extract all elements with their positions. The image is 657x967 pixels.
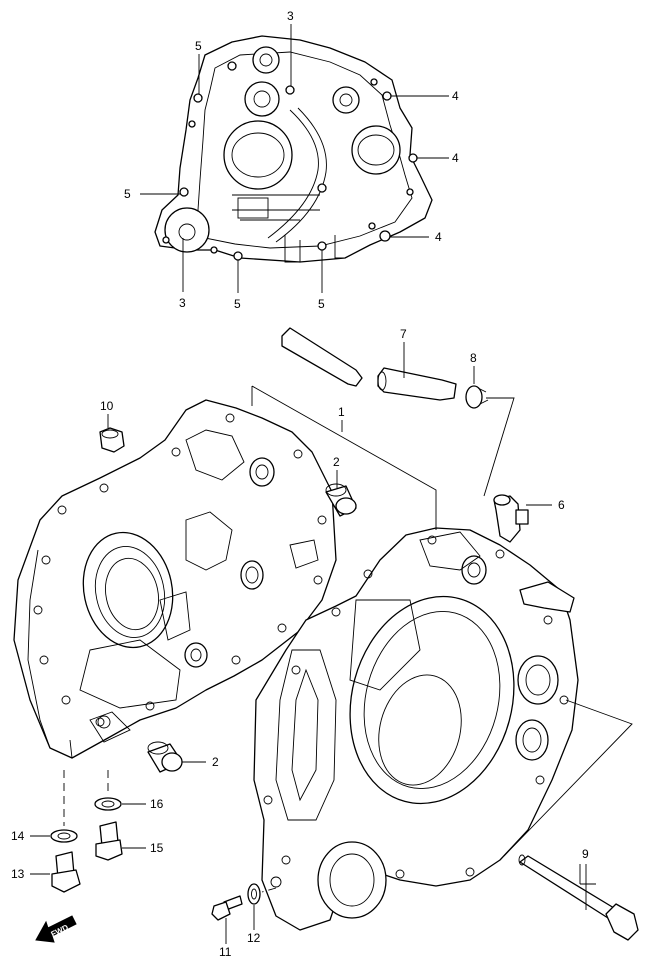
callout-5-top: 5 [195, 39, 202, 53]
callout-3-top: 3 [287, 9, 294, 23]
callout-15: 15 [150, 841, 164, 855]
callout-16: 16 [150, 797, 164, 811]
callout-5-bottom-a: 5 [234, 297, 241, 311]
callout-6: 6 [558, 498, 565, 512]
callout-12: 12 [247, 931, 261, 945]
plug-part-15 [95, 821, 123, 861]
callout-5-bottom-b: 5 [318, 297, 325, 311]
callout-9: 9 [582, 847, 589, 861]
callout-4-b: 4 [452, 151, 459, 165]
callout-8: 8 [470, 351, 477, 365]
callout-14: 14 [11, 829, 25, 843]
callout-10: 10 [100, 399, 114, 413]
clamp-part-8 [465, 385, 489, 409]
callout-7: 7 [400, 327, 407, 341]
callout-13: 13 [11, 867, 25, 881]
hose-part-7 [281, 327, 457, 401]
callout-5-left: 5 [124, 187, 131, 201]
washer-part-16 [94, 797, 122, 811]
callout-numbers: 3 5 4 4 4 5 3 5 5 7 8 1 10 2 6 2 16 14 1… [11, 9, 589, 959]
left-half-bolt-holes [33, 413, 327, 729]
callout-4-a: 4 [452, 89, 459, 103]
plug-part-13 [51, 851, 81, 893]
callout-11: 11 [219, 945, 232, 959]
fwd-label: FWD [49, 923, 70, 939]
top-view-leaders [140, 24, 449, 293]
nut-part-10 [99, 427, 125, 453]
right-half-bolt-holes [263, 535, 569, 888]
callout-1: 1 [338, 405, 345, 419]
bolt-part-11 [211, 895, 243, 921]
washer-part-12 [247, 883, 261, 905]
exploded-view-leaders [30, 342, 633, 944]
callout-2-top: 2 [333, 455, 340, 469]
callout-3-bottom: 3 [179, 296, 186, 310]
left-crankcase-half [13, 399, 337, 759]
right-crankcase-half [253, 527, 579, 931]
dowel-part-2-bottom [147, 741, 183, 773]
fitting-part-6 [493, 494, 529, 543]
washer-part-14 [50, 829, 78, 843]
dowel-part-2-top [325, 483, 357, 517]
long-bolt-part-9 [518, 854, 639, 941]
callout-4-c: 4 [435, 230, 442, 244]
crankcase-top-view [140, 24, 449, 293]
callout-2-bottom: 2 [212, 755, 219, 769]
fwd-arrow-icon: FWD [35, 915, 77, 943]
bolt-boss-holes [162, 61, 418, 261]
